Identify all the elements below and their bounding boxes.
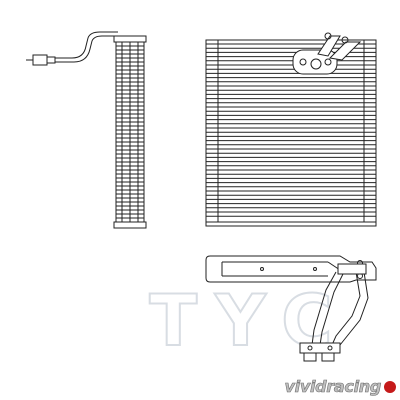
brand-text: vividracing	[284, 377, 381, 397]
brand-logo: vividracing	[284, 377, 396, 397]
side-pipe	[55, 31, 118, 59]
brand-mark-icon	[384, 380, 396, 393]
front-view	[205, 32, 377, 227]
top-fitting	[299, 342, 341, 354]
top-view	[205, 255, 377, 362]
front-pipe-block	[292, 32, 362, 75]
top-pipe-right	[331, 271, 361, 346]
top-pipe-left	[311, 271, 337, 346]
side-fitting	[32, 54, 48, 66]
side-view	[26, 31, 147, 229]
